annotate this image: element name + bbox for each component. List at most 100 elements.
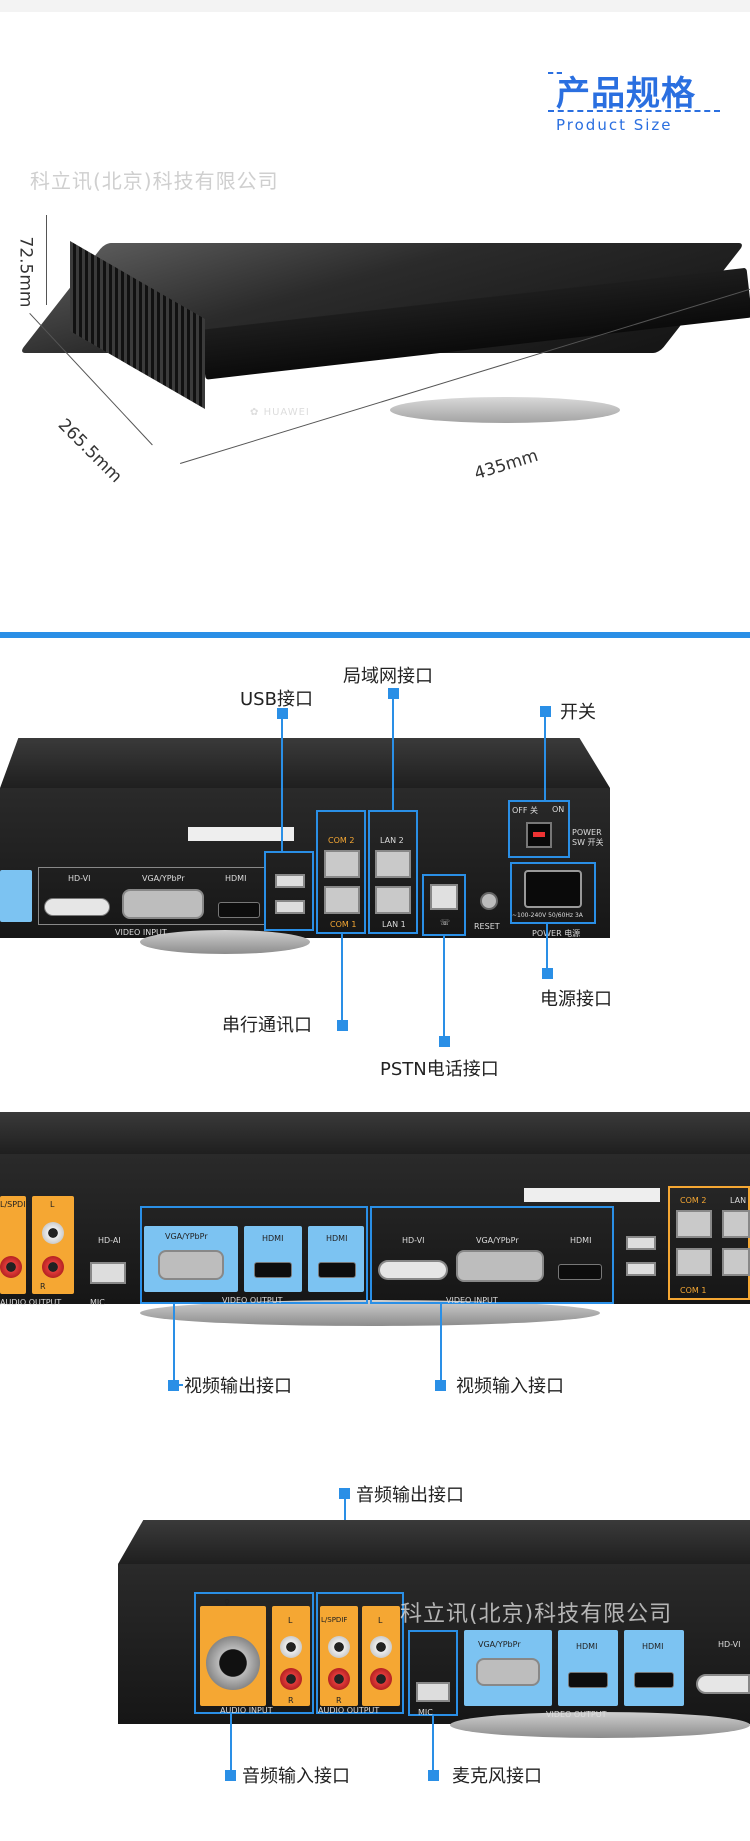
power-rating: ~100-240V 50/60Hz 3A: [512, 912, 583, 919]
video-in-hdmi-label: HDMI: [570, 1236, 592, 1245]
video-out-hdmi-label-2: HDMI: [326, 1234, 348, 1243]
power-panel-label: POWER 电源: [532, 929, 581, 938]
usb-callout-box: [264, 851, 314, 931]
video-out-marker: [168, 1380, 179, 1391]
video-in-callout-line: [440, 1304, 442, 1386]
pstn-label: PSTN电话接口: [380, 1059, 499, 1080]
title-rule-bottom: [548, 110, 720, 112]
video-lan-label: LAN: [730, 1196, 747, 1205]
rear-lan2-label: LAN 2: [380, 836, 404, 845]
video-rca-white: [42, 1222, 64, 1244]
reset-label: RESET: [474, 922, 500, 931]
audio-in-rca-white: [280, 1636, 302, 1658]
video-l-label: L: [50, 1200, 55, 1209]
video-hdai-label: HD-AI: [98, 1236, 121, 1245]
page-title: 产品规格: [556, 74, 696, 114]
video-usb-port-1: [626, 1236, 656, 1250]
video-out-vga-conn: [158, 1250, 224, 1280]
serial-label: 串行通讯口: [222, 1015, 312, 1036]
video-in-label: 视频输入接口: [456, 1376, 564, 1397]
video-chassis-top: [0, 1112, 750, 1154]
rear-lan1-label: LAN 1: [382, 920, 406, 929]
video-out-callout-line: [173, 1304, 175, 1386]
video-out-text: VIDEO OUTPUT: [222, 1296, 283, 1305]
audio-vga-conn: [476, 1658, 540, 1686]
huawei-logo-icon: ✿: [250, 407, 264, 418]
pstn-callout-box: [422, 874, 466, 936]
audio-out-spdif-label: L/SPDIF: [321, 1616, 348, 1624]
power-marker: [542, 968, 553, 979]
rear-hdvi-port: [44, 898, 110, 916]
rear-hdmi-port-blue: [0, 870, 32, 922]
rear-lan2-port: [375, 850, 411, 878]
usb-label: USB接口: [240, 689, 313, 710]
video-stand: [140, 1300, 600, 1326]
audio-in-marker: [225, 1770, 236, 1781]
audio-out-marker: [339, 1488, 350, 1499]
audio-in-callout-box: [194, 1592, 314, 1714]
rear-chassis-top: [0, 738, 610, 788]
serial-callout-box: [316, 810, 366, 934]
rear-hdmi-port: [218, 902, 260, 918]
watermark-bottom: 科立讯(北京)科技有限公司: [400, 1602, 673, 1627]
lan-marker: [388, 688, 399, 699]
video-out-hdmi-port-2: [308, 1226, 364, 1292]
rear-com1-label: COM 1: [330, 920, 357, 929]
power-inlet: [524, 870, 582, 908]
mic-port: [416, 1682, 450, 1702]
video-out-callout-box: [140, 1206, 368, 1304]
mic-callout-box: [408, 1630, 458, 1716]
power-callout-line: [546, 924, 548, 974]
video-in-hdvi-port: [378, 1260, 448, 1280]
audio-hdvi-label: HD-VI: [718, 1640, 741, 1649]
audio-video-output-text: VIDEO OUTPUT: [546, 1710, 607, 1719]
switch-off-label: OFF 关: [512, 806, 539, 815]
usb-port-2: [275, 900, 305, 914]
lan-callout-box: [368, 810, 418, 934]
video-in-hdmi-port: [558, 1264, 602, 1280]
usb-marker: [277, 708, 288, 719]
video-rj45-3: [722, 1210, 750, 1238]
rear-stand: [140, 930, 310, 954]
audio-in-callout-line: [230, 1714, 232, 1776]
device-stand: [390, 397, 620, 423]
audio-in-r-label: R: [288, 1696, 294, 1705]
usb-port-1: [275, 874, 305, 888]
video-in-marker: [435, 1380, 446, 1391]
video-in-hdvi-label: HD-VI: [402, 1236, 425, 1245]
video-r-label: R: [40, 1282, 46, 1291]
audio-in-l-label: L: [288, 1616, 293, 1625]
serial-marker: [337, 1020, 348, 1031]
video-audio-port-orange-2: [32, 1196, 74, 1294]
video-out-hdmi-conn-1: [254, 1262, 292, 1278]
video-out-hdmi-label-1: HDMI: [262, 1234, 284, 1243]
pstn-marker: [439, 1036, 450, 1047]
audio-hdvi-port: [696, 1674, 750, 1694]
audio-stand: [450, 1712, 750, 1738]
audio-hdmi-label-1: HDMI: [576, 1642, 598, 1651]
video-com1-label: COM 1: [680, 1286, 707, 1295]
audio-out-label: 音频输出接口: [356, 1485, 464, 1506]
device-illustration: ✿ HUAWEI: [19, 215, 750, 515]
audio-out-rca-white-2: [370, 1636, 392, 1658]
video-out-vga-label: VGA/YPbPr: [165, 1232, 208, 1241]
mic-marker: [428, 1770, 439, 1781]
mic-panel-label: MIC: [418, 1708, 433, 1717]
power-label: 电源接口: [540, 989, 612, 1010]
audio-out-r-label: R: [336, 1696, 342, 1705]
rear-com2-port: [324, 850, 360, 878]
audio-hdmi-port-2: [624, 1630, 684, 1706]
watermark-top: 科立讯(北京)科技有限公司: [30, 169, 279, 193]
video-rj45-1: [676, 1210, 712, 1238]
rear-lan1-port: [375, 886, 411, 914]
device-brand: HUAWEI: [263, 407, 310, 418]
serial-callout-line: [341, 934, 343, 1026]
rear-com1-port: [324, 886, 360, 914]
rear-vga-port: [122, 889, 204, 919]
video-in-text: VIDEO INPUT: [446, 1296, 498, 1305]
rear-vga-label: VGA/YPbPr: [142, 874, 185, 883]
xlr-connector: [206, 1636, 260, 1690]
video-audio-output-text: AUDIO OUTPUT: [0, 1298, 62, 1307]
video-spdif-label: L/SPDIF: [0, 1200, 31, 1209]
usb-callout-line: [281, 714, 283, 851]
